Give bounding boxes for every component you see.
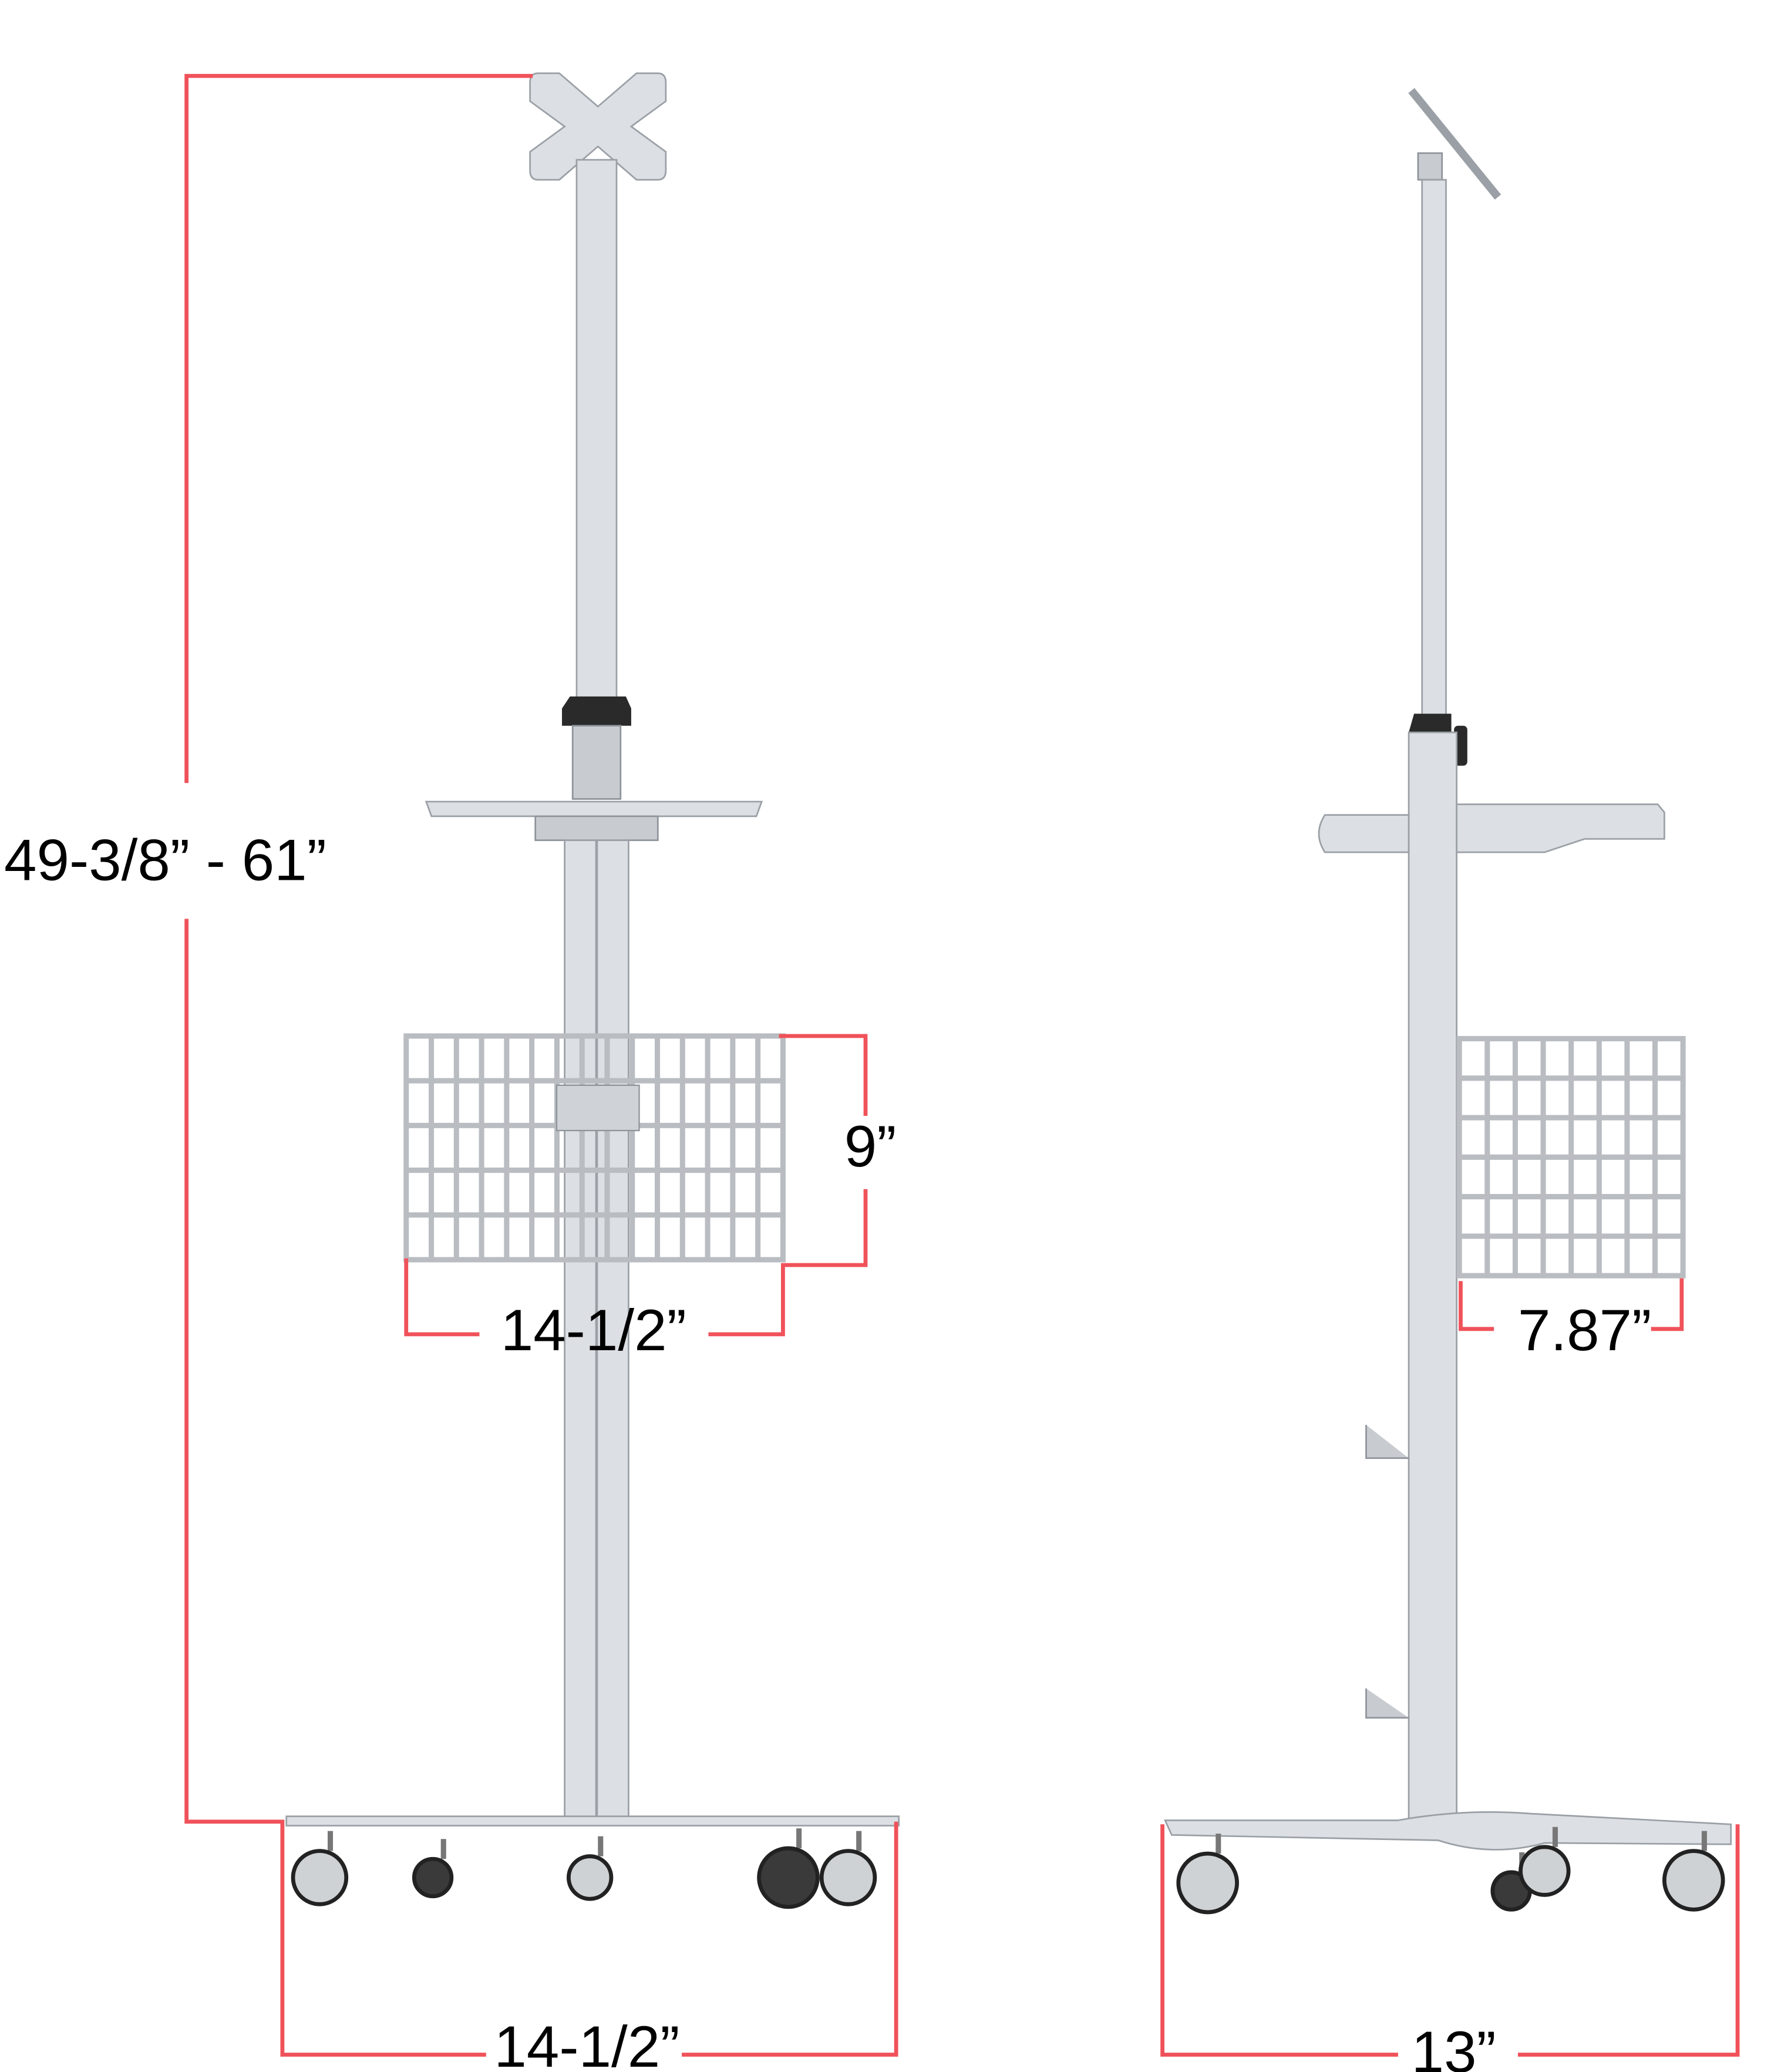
basket-mount	[555, 1084, 640, 1132]
hooks	[1365, 1425, 1409, 1719]
shelf	[425, 800, 763, 818]
base	[1164, 1811, 1732, 1851]
tilt-mount	[1417, 152, 1443, 181]
upper-pole	[575, 159, 618, 700]
basket-width-label: 14-1/2”	[501, 1298, 686, 1363]
shelf-bracket	[534, 815, 659, 842]
basket-height-label: 9”	[844, 1114, 897, 1179]
caster-wheel	[566, 1854, 614, 1901]
casters	[1176, 1827, 1725, 1915]
side-view-cart	[1164, 88, 1732, 1915]
vesa-plate	[529, 72, 667, 181]
upper-pole	[1421, 179, 1447, 720]
caster-wheel	[1519, 1845, 1571, 1897]
shelf	[1318, 803, 1665, 853]
caster-wheel	[1662, 1849, 1725, 1912]
clamp-collar	[571, 725, 622, 800]
caster-wheel	[412, 1856, 454, 1899]
base-depth-label: 13”	[1412, 2020, 1496, 2072]
base-width-label: 14-1/2”	[494, 2014, 679, 2072]
caster-wheel	[291, 1849, 349, 1906]
basket	[1456, 1036, 1686, 1279]
height-clamp	[562, 696, 631, 726]
lower-pole	[1408, 731, 1458, 1825]
overall-height-label: 49-3/8” - 61”	[4, 828, 326, 893]
casters	[291, 1828, 877, 1909]
caster-wheel	[819, 1849, 877, 1906]
height-clamp	[1409, 714, 1452, 733]
dimension-lines	[184, 73, 1740, 2057]
tablet-plate	[1408, 88, 1501, 200]
front-view-cart	[285, 72, 900, 1909]
base	[285, 1815, 900, 1827]
caster-wheel	[1176, 1851, 1239, 1915]
basket-depth-label: 7.87”	[1518, 1298, 1651, 1363]
caster-wheel	[757, 1846, 820, 1909]
basket	[403, 1033, 786, 1263]
